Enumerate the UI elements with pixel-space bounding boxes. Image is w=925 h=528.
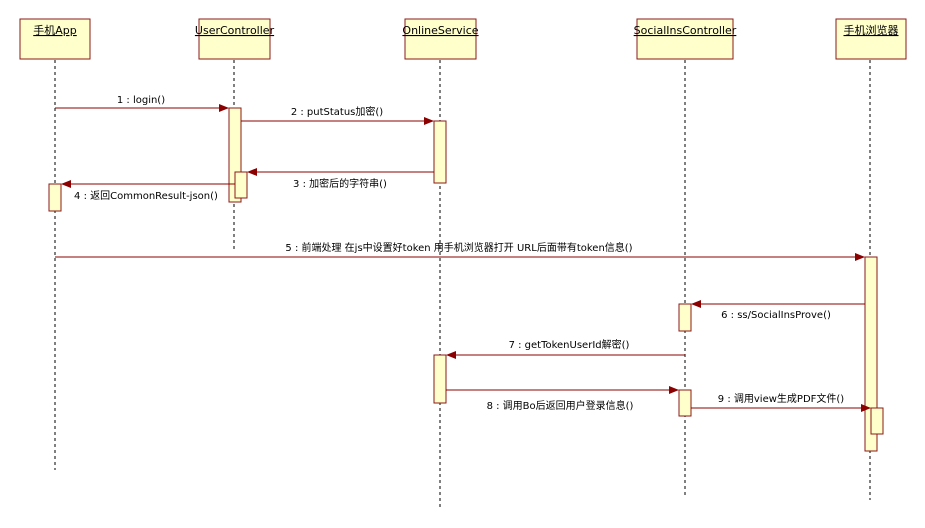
- message-6[interactable]: 6 : ss/SocialInsProve(): [691, 300, 865, 321]
- message-4[interactable]: 4 : 返回CommonResult-json(): [61, 180, 235, 202]
- activation-sic-1: [678, 303, 692, 332]
- participant-os-label: OnlineService: [402, 24, 478, 37]
- participant-online-service[interactable]: OnlineService: [402, 18, 479, 60]
- message-2-label: 2 : putStatus加密(): [291, 105, 383, 118]
- message-9[interactable]: 9 : 调用view生成PDF文件(): [691, 392, 871, 412]
- participant-browser-label: 手机浏览器: [844, 23, 899, 37]
- activation-os-1: [433, 120, 447, 184]
- activation-bars: [48, 107, 884, 452]
- message-3[interactable]: 3 : 加密后的字符串(): [247, 168, 434, 190]
- activation-browser-2: [870, 407, 884, 435]
- message-5-label: 5 : 前端处理 在js中设置好token 用手机浏览器打开 URL后面带有to…: [285, 241, 632, 254]
- message-6-label: 6 : ss/SocialInsProve(): [721, 310, 831, 321]
- message-4-label: 4 : 返回CommonResult-json(): [74, 190, 218, 202]
- participant-user-controller[interactable]: UserController: [195, 18, 275, 60]
- participant-sic-label: SocialInsController: [634, 24, 737, 37]
- participant-app[interactable]: 手机App: [19, 18, 91, 60]
- participant-browser[interactable]: 手机浏览器: [835, 18, 907, 60]
- activation-uc-2: [234, 171, 248, 199]
- activation-sic-2: [678, 389, 692, 417]
- activation-app-1: [48, 183, 62, 212]
- message-1-label: 1 : login(): [117, 95, 165, 106]
- participant-social-ins-controller[interactable]: SocialInsController: [634, 18, 737, 60]
- message-2[interactable]: 2 : putStatus加密(): [241, 105, 434, 125]
- message-8-label: 8 : 调用Bo后返回用户登录信息(): [487, 399, 634, 412]
- participant-app-label: 手机App: [33, 23, 77, 37]
- message-8[interactable]: 8 : 调用Bo后返回用户登录信息(): [446, 386, 679, 412]
- message-7[interactable]: 7 : getTokenUserId解密(): [446, 338, 685, 359]
- message-5[interactable]: 5 : 前端处理 在js中设置好token 用手机浏览器打开 URL后面带有to…: [55, 241, 865, 261]
- message-7-label: 7 : getTokenUserId解密(): [509, 338, 630, 351]
- message-1[interactable]: 1 : login(): [55, 95, 229, 112]
- activation-os-2: [433, 354, 447, 404]
- participant-uc-label: UserController: [195, 24, 275, 37]
- activation-browser-1: [864, 256, 878, 452]
- message-9-label: 9 : 调用view生成PDF文件(): [718, 392, 844, 405]
- lifelines: [54, 60, 871, 510]
- message-3-label: 3 : 加密后的字符串(): [293, 177, 387, 190]
